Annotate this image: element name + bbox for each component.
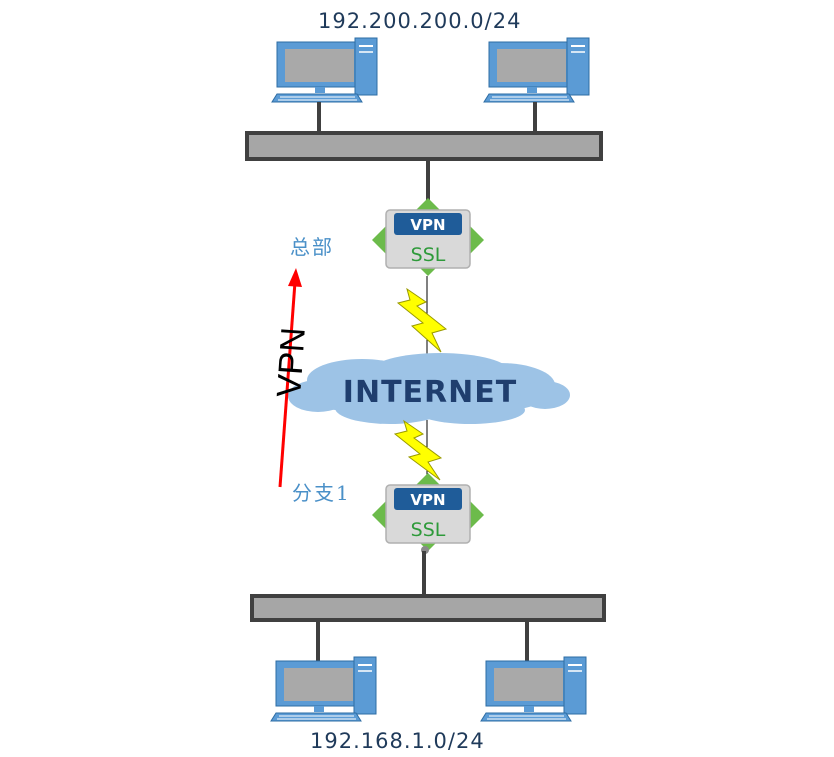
branch-site-label: 分支1 <box>292 481 351 505</box>
branch-lightning-icon <box>393 419 443 481</box>
hq-pc-left <box>271 37 378 103</box>
top-subnet-label: 192.200.200.0/24 <box>318 9 521 33</box>
hq-pc-right <box>483 37 590 103</box>
hq-site-label: 总部 <box>290 235 334 259</box>
branch-pc-right <box>480 656 587 722</box>
hq-vpn-badge: VPN <box>410 216 445 234</box>
vpn-tunnel-label: VPN <box>270 326 313 398</box>
branch-switch-bar <box>250 594 606 622</box>
hq-switch-bar <box>245 131 603 161</box>
hq-vpn-gateway: VPN SSL <box>371 197 485 277</box>
hq-ssl-label: SSL <box>411 244 446 266</box>
branch-ssl-label: SSL <box>411 519 446 541</box>
branch-vpn-badge: VPN <box>410 491 445 509</box>
vpn-tunnel-arrow <box>278 268 302 488</box>
branch-pc-left <box>270 656 377 722</box>
hq-lightning-icon <box>396 287 448 353</box>
branch-vpn-gateway: VPN SSL <box>371 472 485 554</box>
internet-label: INTERNET <box>343 375 517 410</box>
internet-cloud <box>288 353 570 424</box>
bottom-subnet-label: 192.168.1.0/24 <box>310 729 485 753</box>
